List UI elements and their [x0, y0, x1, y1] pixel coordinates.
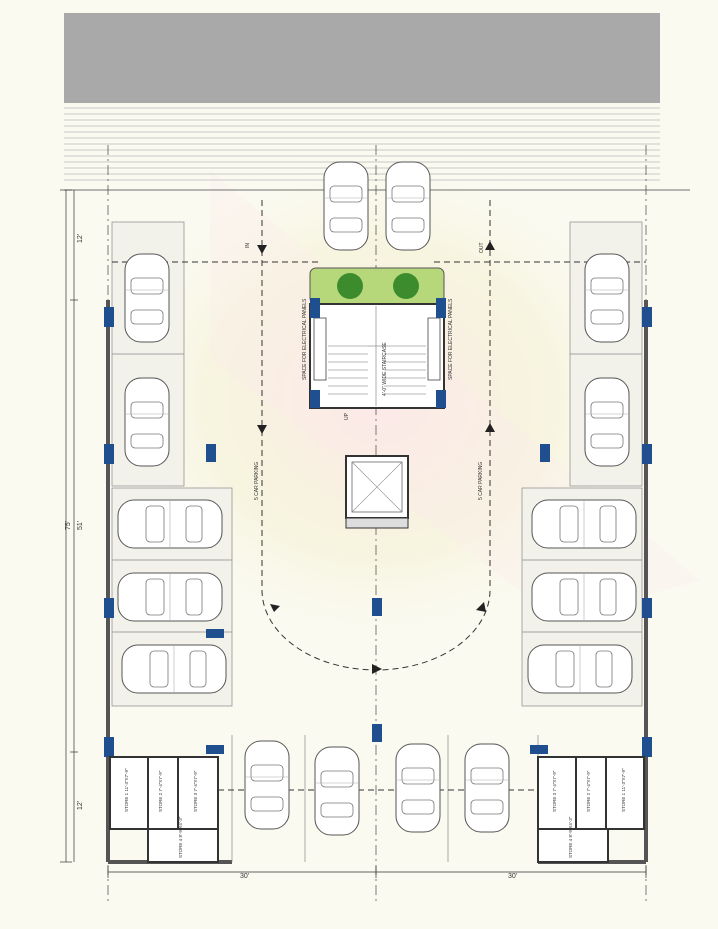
road-hatch [64, 107, 660, 181]
ramp-left-label: 5 CAR PARKING [254, 462, 260, 500]
staircase-core [309, 303, 445, 409]
dim-bottom-left: 30' [240, 873, 249, 880]
electrical-panel-left [313, 317, 327, 381]
car [244, 740, 290, 830]
svg-text:STORE 2 7'-4"X7'-9": STORE 2 7'-4"X7'-9" [586, 770, 591, 812]
svg-text:STORE 3 7'-4"X7'-9": STORE 3 7'-4"X7'-9" [552, 770, 557, 812]
dim-left-top: 12' [77, 234, 84, 243]
svg-text:STORE 2 7'-4"X7'-9": STORE 2 7'-4"X7'-9" [158, 770, 163, 812]
car [121, 644, 227, 694]
car [531, 499, 637, 549]
stair-treads [328, 306, 426, 406]
car [385, 161, 431, 251]
store-labels: STORE 1 11'-3"X7'-9" STORE 2 7'-4"X7'-9"… [124, 768, 626, 858]
car [395, 743, 441, 833]
cars-right-row [527, 499, 637, 694]
car [323, 161, 369, 251]
dim-left-total: 75' [65, 521, 72, 530]
electrical-left-label: SPACE FOR ELECTRICAL PANELS [302, 298, 308, 380]
stores-right [537, 756, 645, 863]
dim-left-mid: 51' [77, 521, 84, 530]
exit-label: OUT [479, 242, 485, 253]
svg-text:STORE 4 8'-9"X4'-3": STORE 4 8'-9"X4'-3" [568, 816, 573, 858]
dimension-bottom [107, 866, 647, 878]
lift-car [351, 461, 403, 513]
svg-text:STORE 1 11'-3"X7'-9": STORE 1 11'-3"X7'-9" [124, 768, 129, 812]
dimension-left [60, 189, 78, 863]
car [584, 377, 630, 467]
car [531, 572, 637, 622]
svg-text:STORE 3 7'-4"X7'-9": STORE 3 7'-4"X7'-9" [193, 770, 198, 812]
lift-door [345, 517, 409, 529]
cars-left-row [117, 499, 227, 694]
svg-text:STORE 1 11'-3"X7'-9": STORE 1 11'-3"X7'-9" [621, 768, 626, 812]
car [124, 377, 170, 467]
svg-text:STORE 4 8'-9"X4'-3": STORE 4 8'-9"X4'-3" [178, 816, 183, 858]
ramp-right-label: 5 CAR PARKING [478, 462, 484, 500]
up-label: UP [344, 412, 350, 420]
car [527, 644, 633, 694]
electrical-right-label: SPACE FOR ELECTRICAL PANELS [448, 298, 454, 380]
car [117, 499, 223, 549]
car [117, 572, 223, 622]
columns [104, 298, 652, 757]
entry-label: IN [245, 243, 251, 248]
dim-left-bottom: 12' [77, 801, 84, 810]
car [584, 253, 630, 343]
lift-cross [351, 461, 403, 513]
planter [309, 267, 445, 305]
stores-left [109, 756, 219, 863]
car [464, 743, 510, 833]
dim-bottom-right: 30' [508, 873, 517, 880]
tree-icon [393, 273, 419, 299]
road-band [64, 13, 660, 103]
flow-arrows [257, 241, 495, 674]
cars-bottom [244, 740, 510, 836]
electrical-panel-right [427, 317, 441, 381]
staircase-label: 4'-0" WIDE STAIRCASE [382, 342, 388, 396]
car [124, 253, 170, 343]
tree-icon [337, 273, 363, 299]
car [314, 746, 360, 836]
